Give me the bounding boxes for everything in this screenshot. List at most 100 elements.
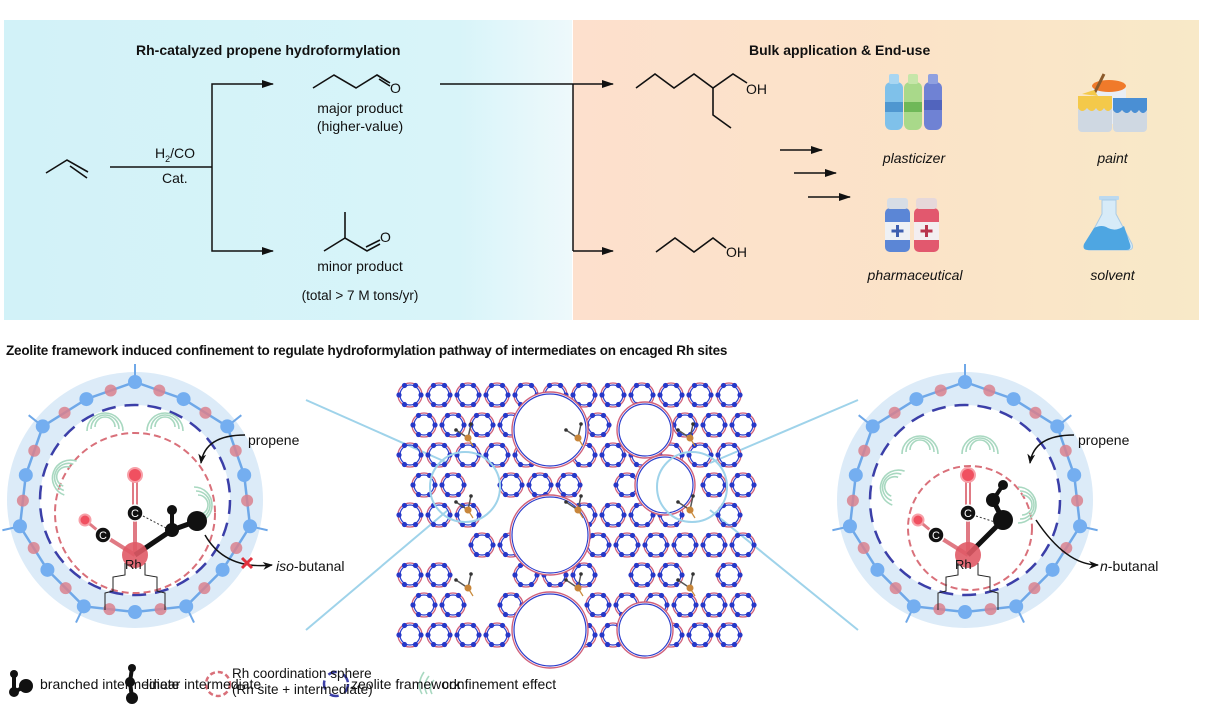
framework-node-o — [889, 582, 902, 595]
intermediate-atom — [986, 493, 1000, 507]
framework-t-atom — [729, 482, 735, 488]
framework-node-o — [1028, 582, 1041, 595]
framework-t-atom — [425, 512, 431, 518]
framework-t-atom — [425, 392, 431, 398]
rh-anchor-bond — [977, 563, 999, 610]
legend-label-branched: branched intermediate — [40, 676, 180, 692]
framework-t-atom — [441, 461, 448, 468]
framework-t-atom — [426, 431, 433, 438]
framework-t-atom — [415, 412, 422, 419]
legend-label-linear: linear intermediate — [146, 676, 262, 692]
framework-t-atom — [517, 581, 524, 588]
framework-ring-si — [631, 564, 653, 586]
framework-t-atom — [476, 392, 482, 398]
framework-t-atom — [441, 382, 448, 389]
framework-t-atom — [490, 422, 496, 428]
branch-arrow-major — [211, 80, 274, 167]
framework-t-atom — [716, 592, 723, 599]
framework-node-o — [241, 494, 254, 507]
end-use-label-solvent: solvent — [1090, 267, 1135, 283]
framework-t-atom — [618, 491, 625, 498]
framework-t-atom — [716, 431, 723, 438]
framework-t-atom — [484, 532, 491, 539]
framework-t-atom — [715, 452, 721, 458]
framework-ring-si — [471, 414, 493, 436]
framework-t-atom — [751, 482, 757, 488]
framework-ring-si — [399, 564, 421, 586]
framework-t-atom — [584, 602, 590, 608]
framework-t-atom — [441, 581, 448, 588]
framework-ring-si — [428, 564, 450, 586]
framework-t-atom — [745, 472, 752, 479]
framework-t-atom — [401, 461, 408, 468]
framework-t-atom — [647, 532, 654, 539]
framework-ring-si — [616, 474, 638, 496]
flask-icon — [1083, 196, 1133, 251]
framework-ring-si — [703, 594, 725, 616]
framework-t-atom — [729, 542, 735, 548]
framework-t-atom — [644, 581, 651, 588]
framework-t-atom — [720, 382, 727, 389]
production-total-note: (total > 7 M tons/yr) — [301, 288, 419, 303]
framework-ring-si — [442, 594, 464, 616]
framework-t-atom — [415, 592, 422, 599]
framework-t-atom — [600, 431, 607, 438]
framework-ring-si — [558, 474, 580, 496]
framework-node-o — [1071, 494, 1084, 507]
red-dashed-circle-icon — [204, 670, 232, 698]
framework-t-atom — [737, 572, 743, 578]
confinement-waves-icon — [961, 435, 999, 455]
framework-t-atom — [700, 602, 706, 608]
encaged-rh-site — [454, 572, 474, 597]
legend-icons — [9, 664, 435, 704]
carbon-label: C — [932, 530, 940, 542]
framework-t-atom — [430, 581, 437, 588]
framework-ring-si — [645, 534, 667, 556]
intermediate-atom — [998, 480, 1008, 490]
framework-t-atom — [734, 491, 741, 498]
butanol-structure — [655, 236, 727, 253]
encaged-rh-site — [564, 572, 584, 597]
framework-t-atom — [415, 431, 422, 438]
framework-ring-si — [413, 414, 435, 436]
left-rh-label: Rh — [125, 557, 142, 572]
framework-t-atom — [589, 532, 596, 539]
framework-ring-si — [689, 624, 711, 646]
framework-t-atom — [444, 592, 451, 599]
framework-t-atom — [432, 482, 438, 488]
framework-t-atom — [628, 392, 634, 398]
framework-t-atom — [476, 632, 482, 638]
framework-t-atom — [702, 401, 709, 408]
framework-t-atom — [720, 581, 727, 588]
framework-t-atom — [751, 422, 757, 428]
framework-t-atom — [676, 412, 683, 419]
framework-t-atom — [444, 412, 451, 419]
framework-t-atom — [599, 512, 605, 518]
framework-ring-o — [455, 622, 481, 648]
framework-t-atom — [599, 632, 605, 638]
framework-node-si — [18, 468, 33, 483]
framework-t-atom — [720, 562, 727, 569]
framework-t-atom — [441, 562, 448, 569]
framework-t-atom — [604, 521, 611, 528]
end-use-label-pharmaceutical: pharmaceutical — [867, 267, 963, 283]
framework-t-atom — [418, 392, 424, 398]
medicine-bottles-icon — [885, 198, 939, 252]
framework-node-si — [1009, 599, 1024, 614]
propene-inlet-arrow — [198, 434, 246, 464]
intermediate-atom — [187, 511, 207, 531]
reagent-h2-co: H2/CO — [155, 145, 196, 164]
framework-t-atom — [575, 461, 582, 468]
framework-node-si — [128, 375, 142, 389]
framework-cage-pore — [634, 454, 696, 516]
framework-ring-si — [587, 534, 609, 556]
framework-t-atom — [691, 461, 698, 468]
framework-t-atom — [702, 641, 709, 648]
framework-t-atom — [502, 472, 509, 479]
framework-t-atom — [686, 452, 692, 458]
framework-t-atom — [412, 502, 419, 509]
framework-t-atom — [629, 532, 636, 539]
framework-t-atom — [592, 512, 598, 518]
product-outlet-arrow — [1035, 519, 1099, 569]
framework-t-atom — [628, 572, 634, 578]
